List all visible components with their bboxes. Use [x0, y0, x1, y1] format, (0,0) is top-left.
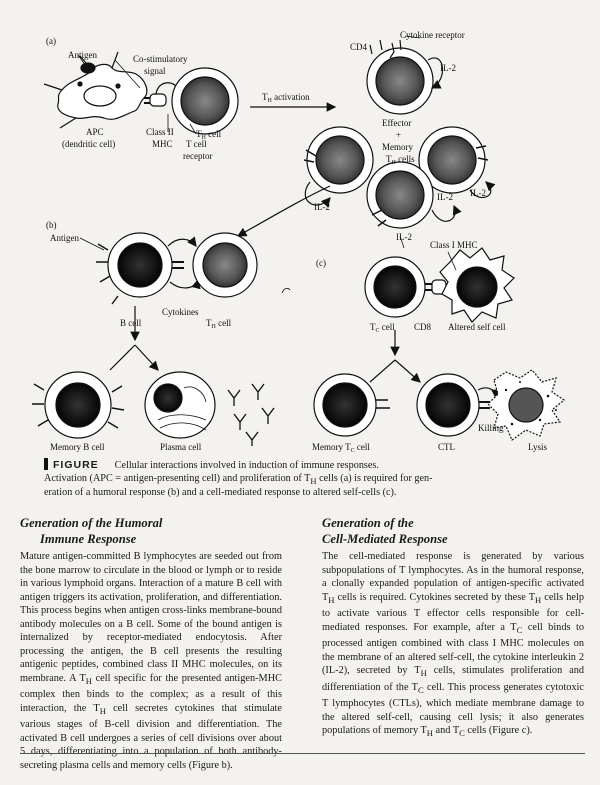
il2-label-bottom: IL-2 — [396, 232, 412, 242]
antigen-blob — [80, 62, 96, 74]
b-cell-label: B cell — [120, 318, 142, 328]
memory-label: Memory — [382, 142, 413, 152]
apc-label: APC — [86, 127, 104, 137]
il2-label-mid: IL-2 — [437, 192, 453, 202]
immune-response-figure: (a) Antigen Co-stimulatory signal APC (d… — [32, 30, 566, 454]
cd4-label: CD4 — [350, 42, 368, 52]
th-activation-label: TH activation — [262, 92, 310, 104]
page-bottom-rule — [20, 753, 585, 754]
caption-line-2b: cells (a) is required for gen- — [316, 472, 433, 484]
plasma-cell-label: Plasma cell — [160, 442, 202, 452]
figure-caption: FIGURE Cellular interactions involved in … — [44, 458, 433, 499]
humoral-section-title: Generation of the Humoral Immune Respons… — [20, 516, 163, 546]
tcr-label-1: T cell — [186, 139, 207, 149]
panel-label-b: (b) — [46, 220, 57, 230]
plus-label: + — [396, 130, 401, 140]
cell-mediated-section-title: Generation of the Cell-Mediated Response — [322, 516, 448, 546]
apc-nucleus — [83, 85, 117, 107]
panel-label-c: (c) — [316, 258, 326, 268]
apc-sublabel: (dendritic cell) — [62, 139, 115, 149]
mhc-label: MHC — [152, 139, 173, 149]
altered-self-cell-label: Altered self cell — [448, 322, 506, 332]
memory-tc-cell-label: Memory TC cell — [312, 442, 370, 454]
costim-label-2: signal — [144, 66, 166, 76]
tc-cell-label: TC cell — [370, 322, 395, 334]
cell-mediated-response-column: Generation of the Cell-Mediated Response… — [322, 515, 584, 741]
humoral-body-text: Mature antigen-committed B lymphocytes a… — [20, 551, 282, 771]
th-cell-b-label: TH cell — [206, 318, 232, 330]
th-cells-label: TH cells — [386, 154, 415, 166]
cd8-label: CD8 — [414, 322, 432, 332]
memory-b-cell-label: Memory B cell — [50, 442, 105, 452]
caption-figure-word: FIGURE — [53, 459, 99, 471]
th-cell-a-label: TH cell — [196, 129, 222, 141]
costim-label-1: Co-stimulatory — [133, 54, 188, 64]
il2-label-top: IL-2 — [440, 63, 456, 73]
class-ii-label: Class II — [146, 127, 174, 137]
ctl-label: CTL — [438, 442, 455, 452]
caption-line-1: Cellular interactions involved in induct… — [114, 460, 379, 471]
cytokine-receptor-label: Cytokine receptor — [400, 30, 465, 40]
antigen-label-b: Antigen — [50, 233, 79, 243]
killing-label: Killing — [478, 423, 504, 433]
lysis-label: Lysis — [528, 442, 548, 452]
caption-line-3: eration of a humoral response (b) and a … — [44, 487, 397, 499]
il2-label-right: IL-2 — [470, 188, 486, 198]
effector-label: Effector — [382, 118, 411, 128]
panel-label-a: (a) — [46, 36, 56, 46]
cytokines-label: Cytokines — [162, 307, 199, 317]
caption-line-2a: Activation (APC = antigen-presenting cel… — [44, 472, 311, 484]
antigen-label-a: Antigen — [68, 50, 97, 60]
caption-bar — [44, 458, 48, 470]
class-i-mhc-label: Class I MHC — [430, 240, 478, 250]
cell-mediated-body-text: The cell-mediated response is generated … — [322, 551, 585, 739]
il2-label-left: IL-2 — [314, 202, 330, 212]
tcr-label-2: receptor — [183, 151, 212, 161]
humoral-response-column: Generation of the Humoral Immune Respons… — [20, 515, 282, 772]
